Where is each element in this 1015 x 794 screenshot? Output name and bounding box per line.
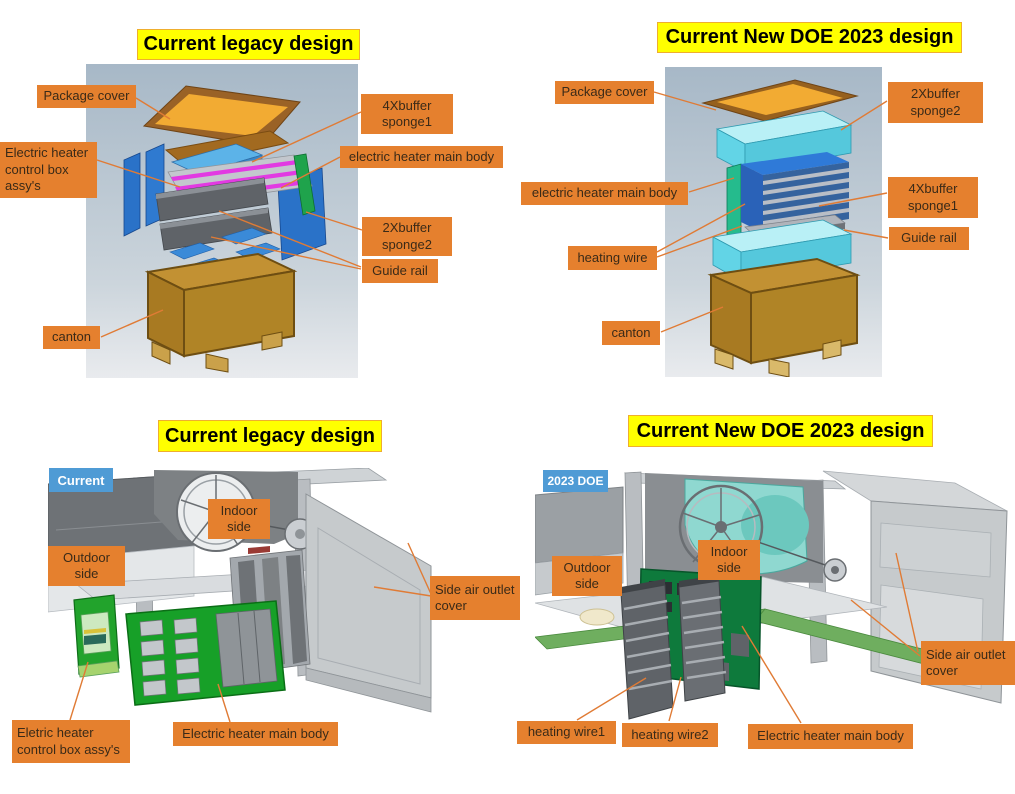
label-heating-wire-doe: heating wire — [568, 246, 657, 270]
side-air-outlet-cover-3d — [305, 493, 432, 713]
label-indoor-side-doe: Indoor side — [698, 540, 760, 580]
control-box-3d — [73, 594, 120, 678]
label-heater-main-body-doe: electric heater main body — [521, 182, 688, 205]
label-heater-main-body-unit-legacy: Electric heater main body — [173, 722, 338, 746]
label-package-cover-legacy: Package cover — [37, 85, 136, 108]
legacy-packaging-exploded-view — [86, 64, 358, 378]
title-legacy-unit: Current legacy design — [158, 420, 382, 452]
label-package-cover-doe: Package cover — [555, 81, 654, 104]
label-heater-main-body-unit-doe: Electric heater main body — [748, 724, 913, 749]
label-canton-doe: canton — [602, 321, 660, 345]
package-cover-3d — [701, 79, 859, 122]
label-indoor-side-legacy: Indoor side — [208, 499, 270, 539]
canton-box-3d — [707, 257, 861, 377]
label-control-box-unit-legacy: Eletric heater control box assy's — [12, 720, 130, 763]
label-guide-rail-doe: Guide rail — [889, 227, 969, 250]
label-buffer-sponge2-legacy: 2Xbuffer sponge2 — [362, 217, 452, 256]
title-doe2023-unit: Current New DOE 2023 design — [628, 415, 933, 447]
label-heater-main-body-legacy: electric heater main body — [340, 146, 503, 168]
label-side-air-outlet-cover-legacy: Side air outlet cover — [430, 576, 520, 620]
title-doe2023-packaging: Current New DOE 2023 design — [657, 22, 962, 53]
label-buffer-sponge2-doe: 2Xbuffer sponge2 — [888, 82, 983, 123]
title-legacy-packaging: Current legacy design — [137, 29, 360, 60]
heater-panel-3d — [125, 600, 286, 706]
label-buffer-sponge1-doe: 4Xbuffer sponge1 — [888, 177, 978, 218]
label-outdoor-side-legacy: Outdoor side — [48, 546, 125, 586]
label-outdoor-side-doe: Outdoor side — [552, 556, 622, 596]
badge-2023-doe: 2023 DOE — [543, 470, 608, 492]
label-heating-wire1-doe: heating wire1 — [517, 721, 616, 744]
label-side-air-outlet-cover-doe: Side air outlet cover — [921, 641, 1015, 685]
canton-box-3d — [144, 252, 298, 373]
fan-belt — [754, 540, 832, 568]
label-buffer-sponge1-legacy: 4Xbuffer sponge1 — [361, 94, 453, 134]
label-control-box-legacy: Electric heater control box assy's — [0, 142, 97, 198]
doe2023-packaging-exploded-view — [665, 67, 882, 377]
label-heating-wire2-doe: heating wire2 — [622, 723, 718, 747]
badge-current: Current — [49, 468, 113, 492]
label-guide-rail-legacy: Guide rail — [362, 259, 438, 283]
label-canton-legacy: canton — [43, 326, 100, 349]
